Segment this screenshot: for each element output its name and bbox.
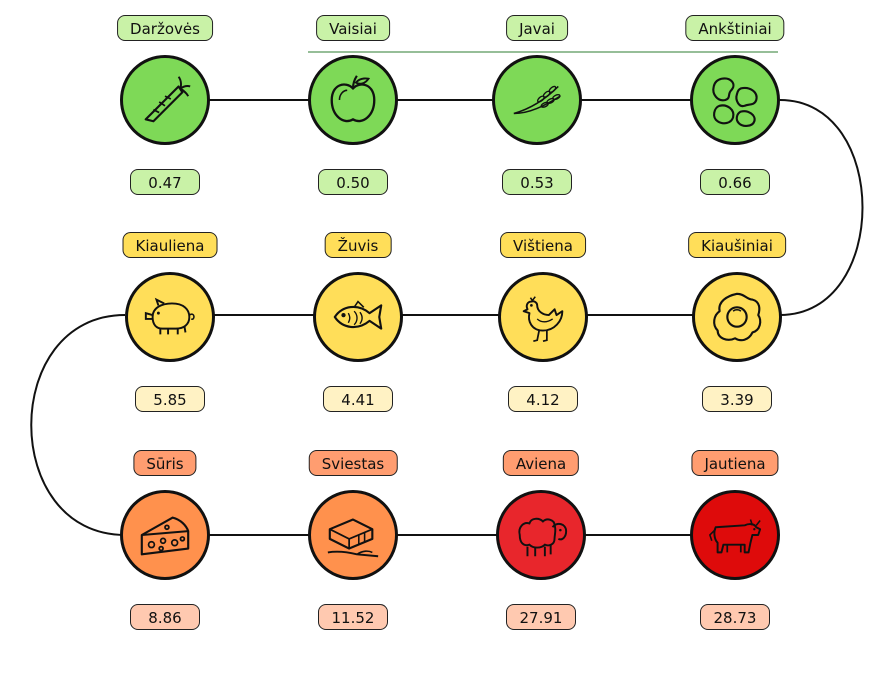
circle — [308, 55, 398, 145]
name-label: Kiaušiniai — [688, 232, 786, 258]
circle — [492, 55, 582, 145]
circle — [313, 272, 403, 362]
value-label: 0.66 — [700, 169, 770, 195]
chicken-icon — [522, 296, 564, 343]
connector-path — [30, 51, 864, 536]
value-label: 4.12 — [508, 386, 578, 412]
name-label: Aviena — [502, 450, 580, 476]
cheese-icon — [140, 516, 190, 556]
value-label: 28.73 — [700, 604, 770, 630]
name-label: Jautiena — [691, 450, 779, 476]
node-ankstiniai: Ankštiniai 0.66 — [680, 15, 790, 255]
node-kiauliena: Kiauliena 5.85 — [115, 232, 225, 472]
value-label: 4.41 — [323, 386, 393, 412]
value-label: 8.86 — [130, 604, 200, 630]
node-suris: Sūris 8.86 — [110, 450, 220, 690]
value-label: 3.39 — [702, 386, 772, 412]
name-label: Daržovės — [117, 15, 213, 41]
value-label: 5.85 — [135, 386, 205, 412]
value-label: 0.53 — [502, 169, 572, 195]
cow-icon — [708, 519, 762, 554]
sheep-icon — [518, 517, 568, 557]
pig-icon — [144, 297, 195, 335]
circle — [692, 272, 782, 362]
circle — [120, 490, 210, 580]
circle — [690, 490, 780, 580]
node-javai: Javai 0.53 — [482, 15, 592, 255]
value-label: 27.91 — [506, 604, 576, 630]
butter-icon — [327, 518, 379, 558]
egg-icon — [713, 292, 762, 342]
circle — [125, 272, 215, 362]
name-label: Kiauliena — [122, 232, 218, 258]
node-zuvis: Žuvis 4.41 — [303, 232, 413, 472]
fish-icon — [333, 300, 383, 330]
circle — [690, 55, 780, 145]
node-darzoves: Daržovės 0.47 — [110, 15, 220, 255]
node-vistiena: Vištiena 4.12 — [488, 232, 598, 472]
node-jautiena: Jautiena 28.73 — [680, 450, 790, 690]
name-label: Vištiena — [500, 232, 586, 258]
circle — [498, 272, 588, 362]
node-aviena: Aviena 27.91 — [486, 450, 596, 690]
node-sviestas: Sviestas 11.52 — [298, 450, 408, 690]
circle — [496, 490, 586, 580]
circle — [308, 490, 398, 580]
wheat-icon — [513, 85, 561, 115]
name-label: Ankštiniai — [685, 15, 785, 41]
beans-icon — [712, 77, 758, 127]
value-label: 11.52 — [318, 604, 388, 630]
name-label: Javai — [506, 15, 568, 41]
node-kiausiniai: Kiaušiniai 3.39 — [682, 232, 792, 472]
circle — [120, 55, 210, 145]
name-label: Žuvis — [324, 232, 392, 258]
carrot-icon — [144, 76, 191, 123]
apple-icon — [330, 75, 376, 123]
name-label: Vaisiai — [316, 15, 390, 41]
name-label: Sūris — [133, 450, 197, 476]
name-label: Sviestas — [308, 450, 398, 476]
value-label: 0.50 — [318, 169, 388, 195]
node-vaisiai: Vaisiai 0.50 — [298, 15, 408, 255]
value-label: 0.47 — [130, 169, 200, 195]
